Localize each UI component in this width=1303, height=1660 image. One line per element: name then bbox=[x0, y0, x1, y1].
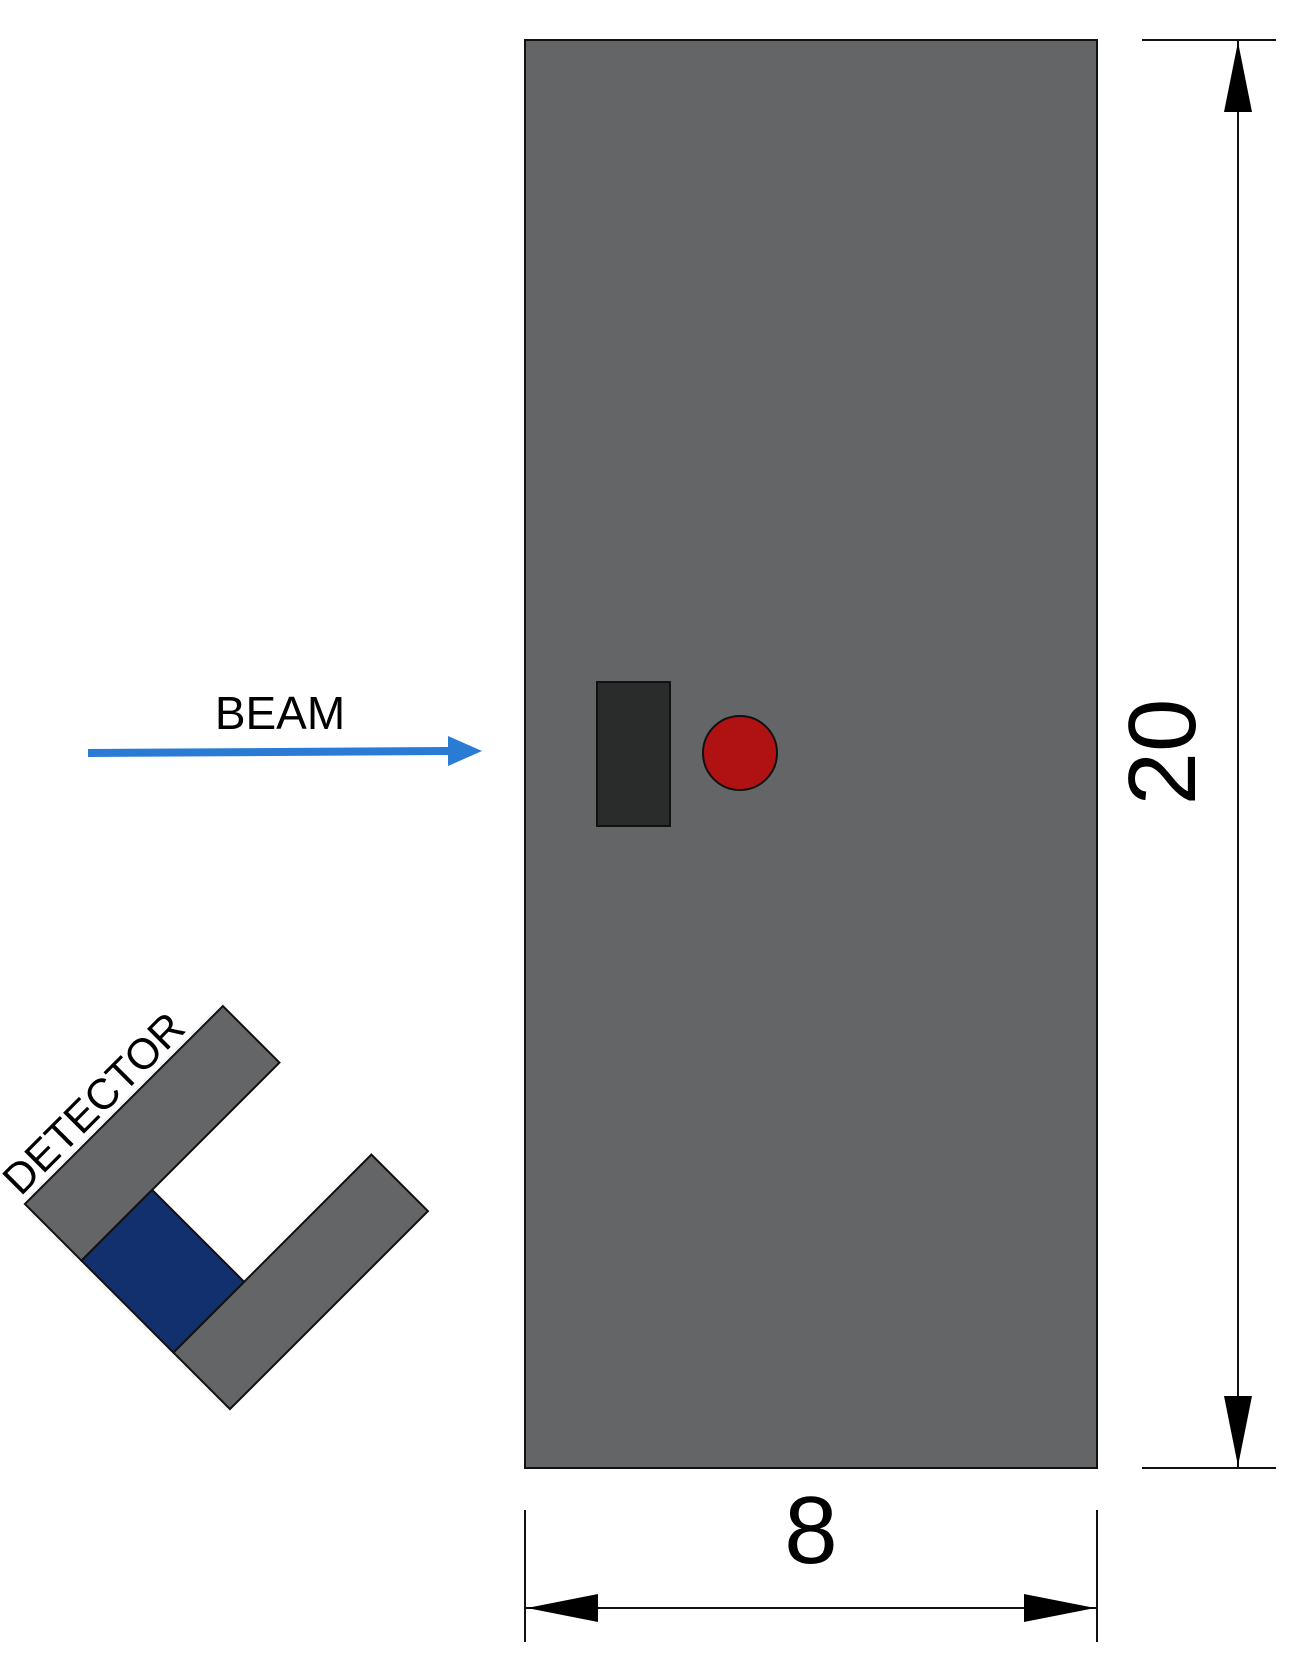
beam-label: BEAM bbox=[215, 687, 345, 739]
height-arrow-top bbox=[1224, 42, 1252, 112]
width-dimension-label: 8 bbox=[784, 1477, 837, 1584]
beam-arrow bbox=[87, 736, 482, 766]
detector-arm-outer bbox=[23, 1004, 281, 1263]
detector: DETECTOR bbox=[0, 1003, 430, 1411]
width-arrow-right bbox=[1024, 1594, 1095, 1622]
width-arrow-left bbox=[527, 1594, 598, 1622]
width-dimension bbox=[524, 1510, 1098, 1642]
sample-holder bbox=[596, 681, 671, 827]
detector-crystal bbox=[80, 1188, 246, 1354]
height-dimension bbox=[1142, 39, 1276, 1469]
sample-dot bbox=[702, 715, 778, 791]
detector-arm-inner bbox=[171, 1153, 430, 1411]
height-dimension-label: 20 bbox=[1109, 699, 1216, 806]
height-arrow-bottom bbox=[1224, 1396, 1252, 1466]
